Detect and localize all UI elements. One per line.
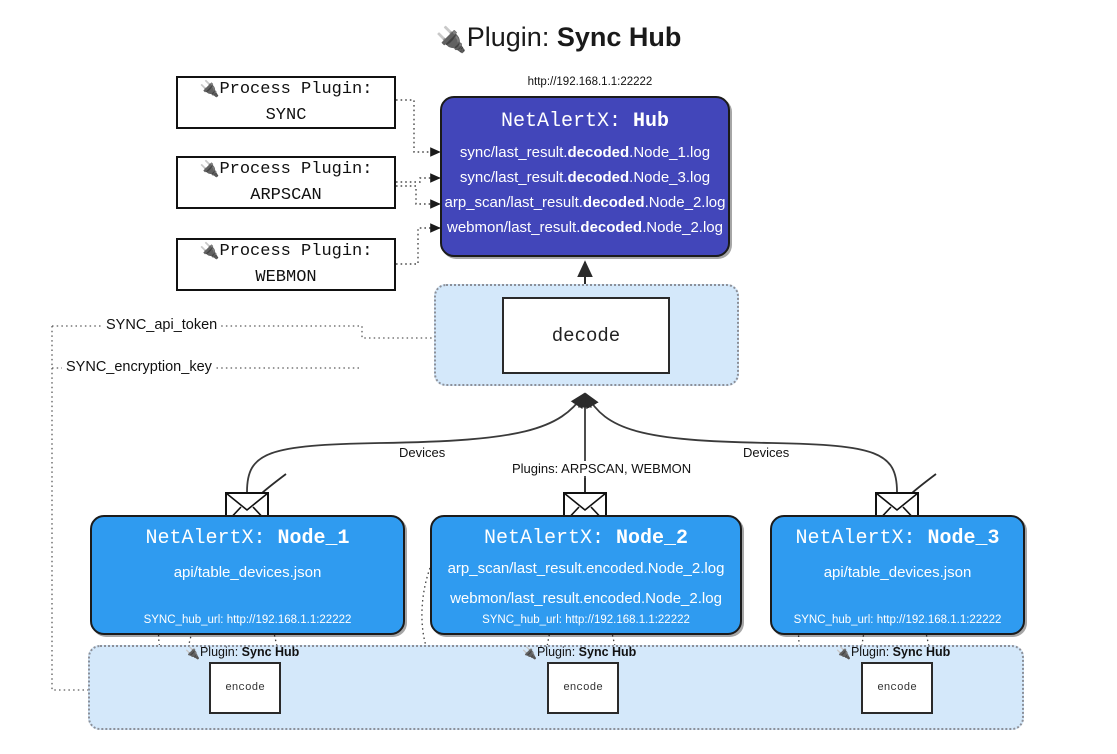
plug-icon: 🔌 bbox=[522, 646, 537, 660]
process-plugin-sync-line2: SYNC bbox=[265, 106, 307, 125]
hub-log-row: sync/last_result.decoded.Node_1.log bbox=[459, 144, 711, 161]
node-card-node-2[interactable]: NetAlertX: Node_2 arp_scan/last_result.e… bbox=[430, 515, 742, 635]
node-row: api/table_devices.json bbox=[173, 564, 322, 581]
encode-plugin-label-3: 🔌Plugin: Sync Hub bbox=[836, 645, 951, 660]
edge-label-plugins: Plugins: ARPSCAN, WEBMON bbox=[507, 461, 697, 476]
process-plugin-webmon[interactable]: 🔌Process Plugin: WEBMON bbox=[176, 238, 396, 291]
node-title: NetAlertX: Node_3 bbox=[795, 527, 1000, 550]
process-plugin-arpscan[interactable]: 🔌Process Plugin: ARPSCAN bbox=[176, 156, 396, 209]
encode-box-1[interactable]: encode bbox=[209, 662, 281, 714]
node-title: NetAlertX: Node_2 bbox=[483, 527, 689, 550]
node-footer: SYNC_hub_url: http://192.168.1.1:22222 bbox=[793, 614, 1002, 626]
hub-card[interactable]: NetAlertX: Hub sync/last_result.decoded.… bbox=[440, 96, 730, 257]
page-title: 🔌Plugin: Sync Hub bbox=[0, 16, 1117, 61]
node-row: arp_scan/last_result.encoded.Node_2.log bbox=[447, 560, 725, 577]
process-plugin-arpscan-line2: ARPSCAN bbox=[250, 186, 322, 205]
process-plugin-sync-line1: 🔌Process Plugin: bbox=[199, 79, 373, 99]
process-plugin-sync[interactable]: 🔌Process Plugin: SYNC bbox=[176, 76, 396, 129]
edge-label-devices-left: Devices bbox=[394, 445, 451, 460]
hub-log-row: arp_scan/last_result.decoded.Node_2.log bbox=[444, 194, 726, 211]
hub-title: NetAlertX: Hub bbox=[500, 110, 670, 133]
node-row: webmon/last_result.encoded.Node_2.log bbox=[450, 590, 722, 607]
plug-icon: 🔌 bbox=[185, 646, 200, 660]
plug-icon: 🔌 bbox=[199, 241, 220, 260]
process-plugin-arpscan-line1: 🔌Process Plugin: bbox=[199, 159, 373, 179]
node-footer: SYNC_hub_url: http://192.168.1.1:22222 bbox=[143, 614, 352, 626]
encode-box-2[interactable]: encode bbox=[547, 662, 619, 714]
encode-plugin-label-1: 🔌Plugin: Sync Hub bbox=[185, 645, 300, 660]
sync-api-token-label: SYNC_api_token bbox=[102, 317, 222, 333]
node-card-node-1[interactable]: NetAlertX: Node_1 api/table_devices.json… bbox=[90, 515, 405, 635]
plug-icon: 🔌 bbox=[836, 646, 851, 660]
encode-box-3[interactable]: encode bbox=[861, 662, 933, 714]
edge-label-devices-right: Devices bbox=[738, 445, 795, 460]
plug-icon: 🔌 bbox=[199, 159, 220, 178]
plug-icon: 🔌 bbox=[199, 79, 220, 98]
decode-box[interactable]: decode bbox=[502, 297, 670, 374]
hub-url-label: http://192.168.1.1:22222 bbox=[527, 76, 653, 88]
page-title-prefix: Plugin: bbox=[466, 22, 557, 52]
hub-log-row: sync/last_result.decoded.Node_3.log bbox=[459, 169, 711, 186]
page-title-name: Sync Hub bbox=[556, 22, 682, 52]
plug-icon: 🔌 bbox=[435, 26, 467, 54]
process-plugin-webmon-line2: WEBMON bbox=[255, 268, 317, 287]
process-plugin-webmon-line1: 🔌Process Plugin: bbox=[199, 241, 373, 261]
node-title: NetAlertX: Node_1 bbox=[145, 527, 350, 550]
hub-log-row: webmon/last_result.decoded.Node_2.log bbox=[447, 219, 723, 236]
node-card-node-3[interactable]: NetAlertX: Node_3 api/table_devices.json… bbox=[770, 515, 1025, 635]
node-footer: SYNC_hub_url: http://192.168.1.1:22222 bbox=[482, 614, 690, 626]
encode-plugin-label-2: 🔌Plugin: Sync Hub bbox=[522, 645, 637, 660]
sync-encryption-key-label: SYNC_encryption_key bbox=[62, 359, 216, 375]
node-row: api/table_devices.json bbox=[823, 564, 972, 581]
